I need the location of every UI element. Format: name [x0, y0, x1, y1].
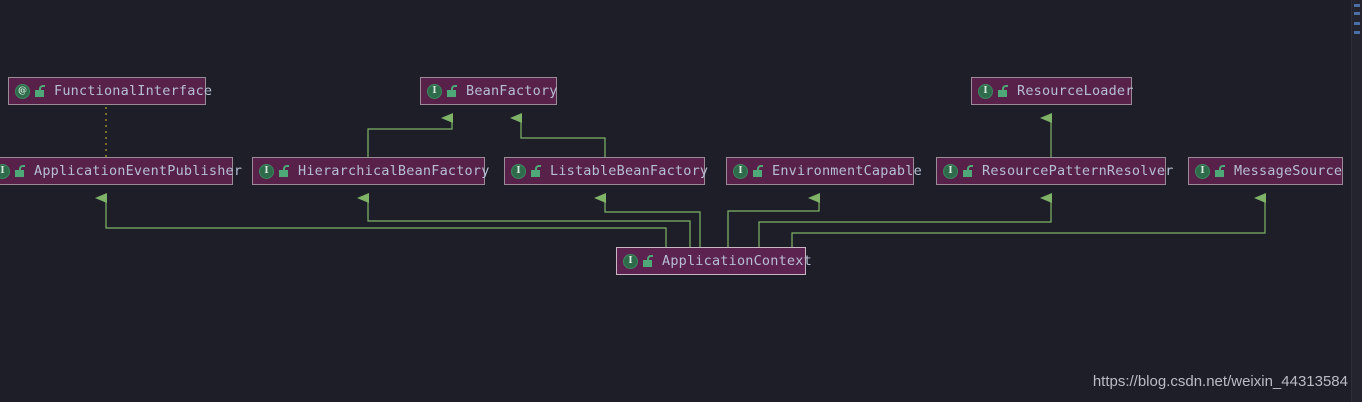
node-glyph-group: I: [623, 253, 653, 269]
class-node-bean-factory[interactable]: I BeanFactory: [420, 77, 557, 105]
public-unlocked-icon: [997, 85, 1008, 97]
public-unlocked-icon: [34, 85, 45, 97]
interface-icon: I: [0, 163, 10, 179]
edge-applicationcontext-to-hierarchicalbeanfactory: [357, 193, 691, 247]
public-unlocked-icon: [278, 165, 289, 177]
node-glyph-group: @: [15, 83, 45, 99]
node-label: EnvironmentCapable: [772, 163, 922, 179]
class-node-application-context[interactable]: I ApplicationContext: [616, 247, 812, 275]
class-node-functional-interface[interactable]: @ FunctionalInterface: [8, 77, 212, 105]
node-label: MessageSource: [1234, 163, 1343, 179]
node-label: BeanFactory: [466, 83, 558, 99]
interface-icon: I: [943, 163, 958, 179]
node-glyph-group: I: [511, 163, 541, 179]
class-node-environment-capable[interactable]: I EnvironmentCapable: [726, 157, 922, 185]
node-glyph-group: I: [1195, 163, 1225, 179]
interface-icon: I: [1195, 163, 1210, 179]
node-label: FunctionalInterface: [54, 83, 213, 99]
node-label: HierarchicalBeanFactory: [298, 163, 490, 179]
class-node-application-event-publisher[interactable]: I ApplicationEventPublisher: [0, 157, 242, 185]
class-node-listable-bean-factory[interactable]: I ListableBeanFactory: [504, 157, 709, 185]
gutter-marker[interactable]: [1354, 12, 1360, 15]
gutter-marker[interactable]: [1354, 22, 1360, 25]
edge-hierarchicalbeanfactory-to-beanfactory: [367, 113, 453, 157]
node-glyph-group: I: [0, 163, 25, 179]
edge-applicationcontext-to-resourcepatternresolver: [758, 193, 1052, 247]
interface-icon: I: [511, 163, 526, 179]
node-label: ListableBeanFactory: [550, 163, 709, 179]
node-glyph-group: I: [427, 83, 457, 99]
interface-icon: I: [623, 253, 638, 269]
public-unlocked-icon: [642, 255, 653, 267]
edge-listablebeanfactory-to-beanfactory: [510, 113, 606, 157]
annotation-icon: @: [15, 83, 30, 99]
node-label: ResourcePatternResolver: [982, 163, 1174, 179]
class-node-resource-loader[interactable]: I ResourceLoader: [971, 77, 1134, 105]
node-glyph-group: I: [943, 163, 973, 179]
node-label: ResourceLoader: [1017, 83, 1134, 99]
interface-icon: I: [733, 163, 748, 179]
public-unlocked-icon: [962, 165, 973, 177]
node-label: ApplicationContext: [662, 253, 812, 269]
gutter-marker[interactable]: [1354, 31, 1360, 34]
gutter-marker[interactable]: [1354, 4, 1360, 7]
watermark-text: https://blog.csdn.net/weixin_44313584: [1092, 373, 1348, 390]
edge-applicationcontext-to-listablebeanfactory: [594, 193, 701, 247]
public-unlocked-icon: [1214, 165, 1225, 177]
public-unlocked-icon: [752, 165, 763, 177]
node-glyph-group: I: [733, 163, 763, 179]
edge-applicationcontext-to-messagesource: [791, 193, 1266, 247]
node-glyph-group: I: [978, 83, 1008, 99]
node-label: ApplicationEventPublisher: [34, 163, 243, 179]
class-node-resource-pattern-resolver[interactable]: I ResourcePatternResolver: [936, 157, 1173, 185]
public-unlocked-icon: [14, 165, 25, 177]
interface-icon: I: [978, 83, 993, 99]
public-unlocked-icon: [530, 165, 541, 177]
edge-applicationcontext-to-environmentcapable: [727, 193, 820, 247]
interface-icon: I: [259, 163, 274, 179]
node-glyph-group: I: [259, 163, 289, 179]
editor-error-stripe-gutter[interactable]: [1351, 0, 1362, 402]
class-node-message-source[interactable]: I MessageSource: [1188, 157, 1343, 185]
interface-icon: I: [427, 83, 442, 99]
public-unlocked-icon: [446, 85, 457, 97]
edge-applicationcontext-to-applicationeventpublisher: [95, 193, 667, 247]
class-node-hierarchical-bean-factory[interactable]: I HierarchicalBeanFactory: [252, 157, 489, 185]
